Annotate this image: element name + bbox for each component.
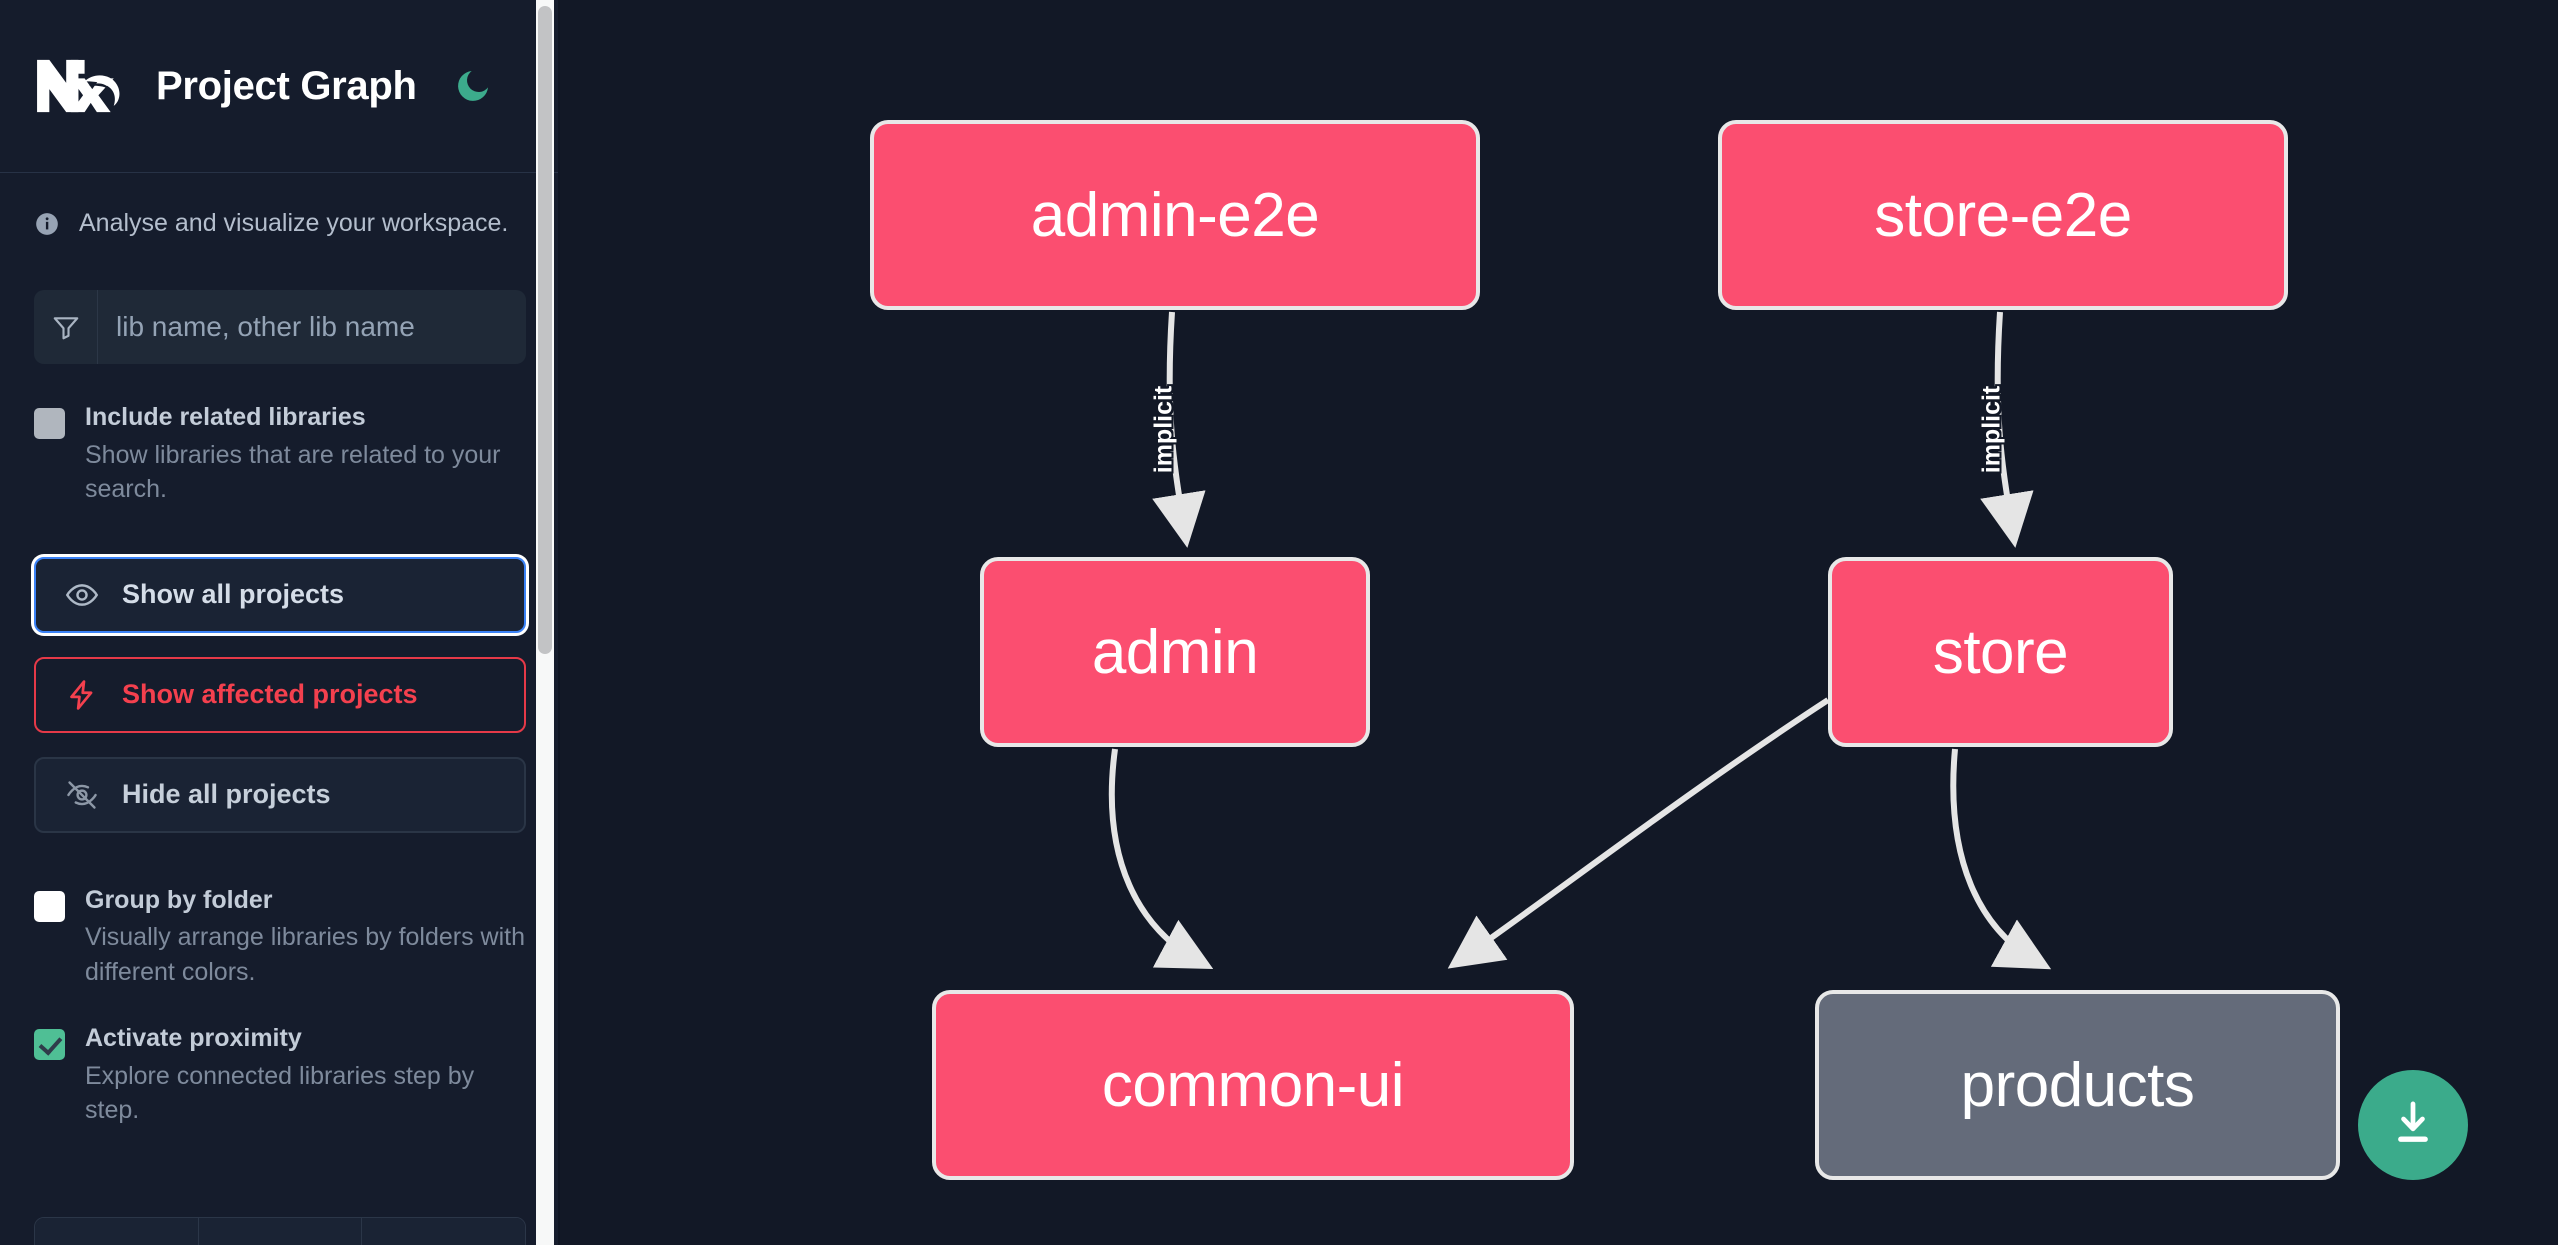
edge-store-e2e-store (1980, 311, 2034, 548)
edge-admin-common-ui (1108, 748, 1214, 970)
graph-node-store-e2e-label: store-e2e (1874, 180, 2132, 250)
graph-canvas[interactable]: admin-e2e store-e2e admin store common-u… (560, 0, 2558, 1245)
tagline: Analyse and visualize your workspace. (34, 173, 526, 238)
edge-store-common-ui (1447, 697, 1830, 969)
checkbox-group-by-folder[interactable]: Group by folder Visually arrange librari… (34, 885, 526, 990)
graph-node-products[interactable]: products (1815, 990, 2340, 1180)
checkbox-group-by-folder-box[interactable] (34, 890, 65, 922)
filter-row (34, 290, 526, 364)
checkbox-include-related-libraries-box[interactable] (34, 408, 65, 439)
lightning-icon (64, 677, 100, 713)
graph-node-admin-e2e-label: admin-e2e (1030, 180, 1320, 250)
sidebar-body: Analyse and visualize your workspace. In… (0, 173, 558, 1128)
sidebar-scrollbar-thumb[interactable] (538, 6, 552, 654)
checkbox-activate-proximity[interactable]: Activate proximity Explore connected lib… (34, 1023, 526, 1128)
page-title: Project Graph (156, 63, 417, 108)
eye-icon (64, 577, 100, 613)
segment-3[interactable] (362, 1218, 525, 1245)
tagline-text: Analyse and visualize your workspace. (79, 209, 509, 237)
sidebar-scrollbar[interactable] (536, 0, 554, 1245)
sidebar-header: Project Graph (0, 0, 558, 173)
checkbox-group-by-folder-label: Group by folder (85, 885, 273, 914)
sidebar: Project Graph Analy (0, 0, 560, 1245)
visibility-button-group: Show all projects Show affected projects (34, 556, 526, 833)
show-all-projects-label: Show all projects (122, 579, 345, 609)
checkbox-group-by-folder-desc: Visually arrange libraries by folders wi… (85, 923, 526, 986)
hide-all-projects-button[interactable]: Hide all projects (34, 756, 526, 833)
nx-logo (34, 55, 126, 117)
edge-admin-e2e-admin (1152, 311, 1206, 548)
eye-off-icon (64, 777, 100, 813)
checkbox-activate-proximity-label: Activate proximity (85, 1024, 302, 1052)
info-icon (34, 211, 60, 237)
graph-node-store[interactable]: store (1828, 557, 2173, 747)
segment-1[interactable] (35, 1218, 199, 1245)
checkbox-activate-proximity-desc: Explore connected libraries step by step… (85, 1061, 475, 1125)
graph-node-store-e2e[interactable]: store-e2e (1718, 120, 2288, 310)
hide-all-projects-label: Hide all projects (122, 779, 331, 809)
sidebar-scroll-area: Project Graph Analy (0, 0, 558, 1245)
edge-store-products (1950, 748, 2052, 970)
graph-node-admin-e2e[interactable]: admin-e2e (870, 120, 1480, 310)
download-icon (2386, 1096, 2440, 1155)
graph-edges (1108, 311, 2052, 970)
graph-node-store-label: store (1932, 617, 2069, 687)
checkbox-activate-proximity-box[interactable] (34, 1029, 65, 1060)
search-input[interactable] (98, 290, 526, 364)
show-affected-projects-label: Show affected projects (122, 679, 418, 709)
filter-icon (34, 290, 98, 364)
graph-node-common-ui-label: common-ui (1101, 1050, 1405, 1120)
checkbox-include-related-libraries-label: Include related libraries (85, 403, 366, 431)
checkbox-include-related-libraries-desc: Show libraries that are related to your … (85, 440, 501, 504)
graph-node-common-ui[interactable]: common-ui (932, 990, 1574, 1180)
checkbox-include-related-libraries[interactable]: Include related libraries Show libraries… (34, 402, 526, 507)
graph-node-admin-label: admin (1091, 617, 1259, 687)
proximity-step-segmented-control[interactable] (34, 1217, 526, 1245)
show-affected-projects-button[interactable]: Show affected projects (34, 656, 526, 733)
segment-2[interactable] (198, 1218, 363, 1245)
graph-node-products-label: products (1960, 1050, 2195, 1120)
moon-icon[interactable] (451, 64, 495, 108)
show-all-projects-button[interactable]: Show all projects (34, 556, 526, 633)
graph-node-admin[interactable]: admin (980, 557, 1370, 747)
download-graph-button[interactable] (2358, 1070, 2468, 1180)
